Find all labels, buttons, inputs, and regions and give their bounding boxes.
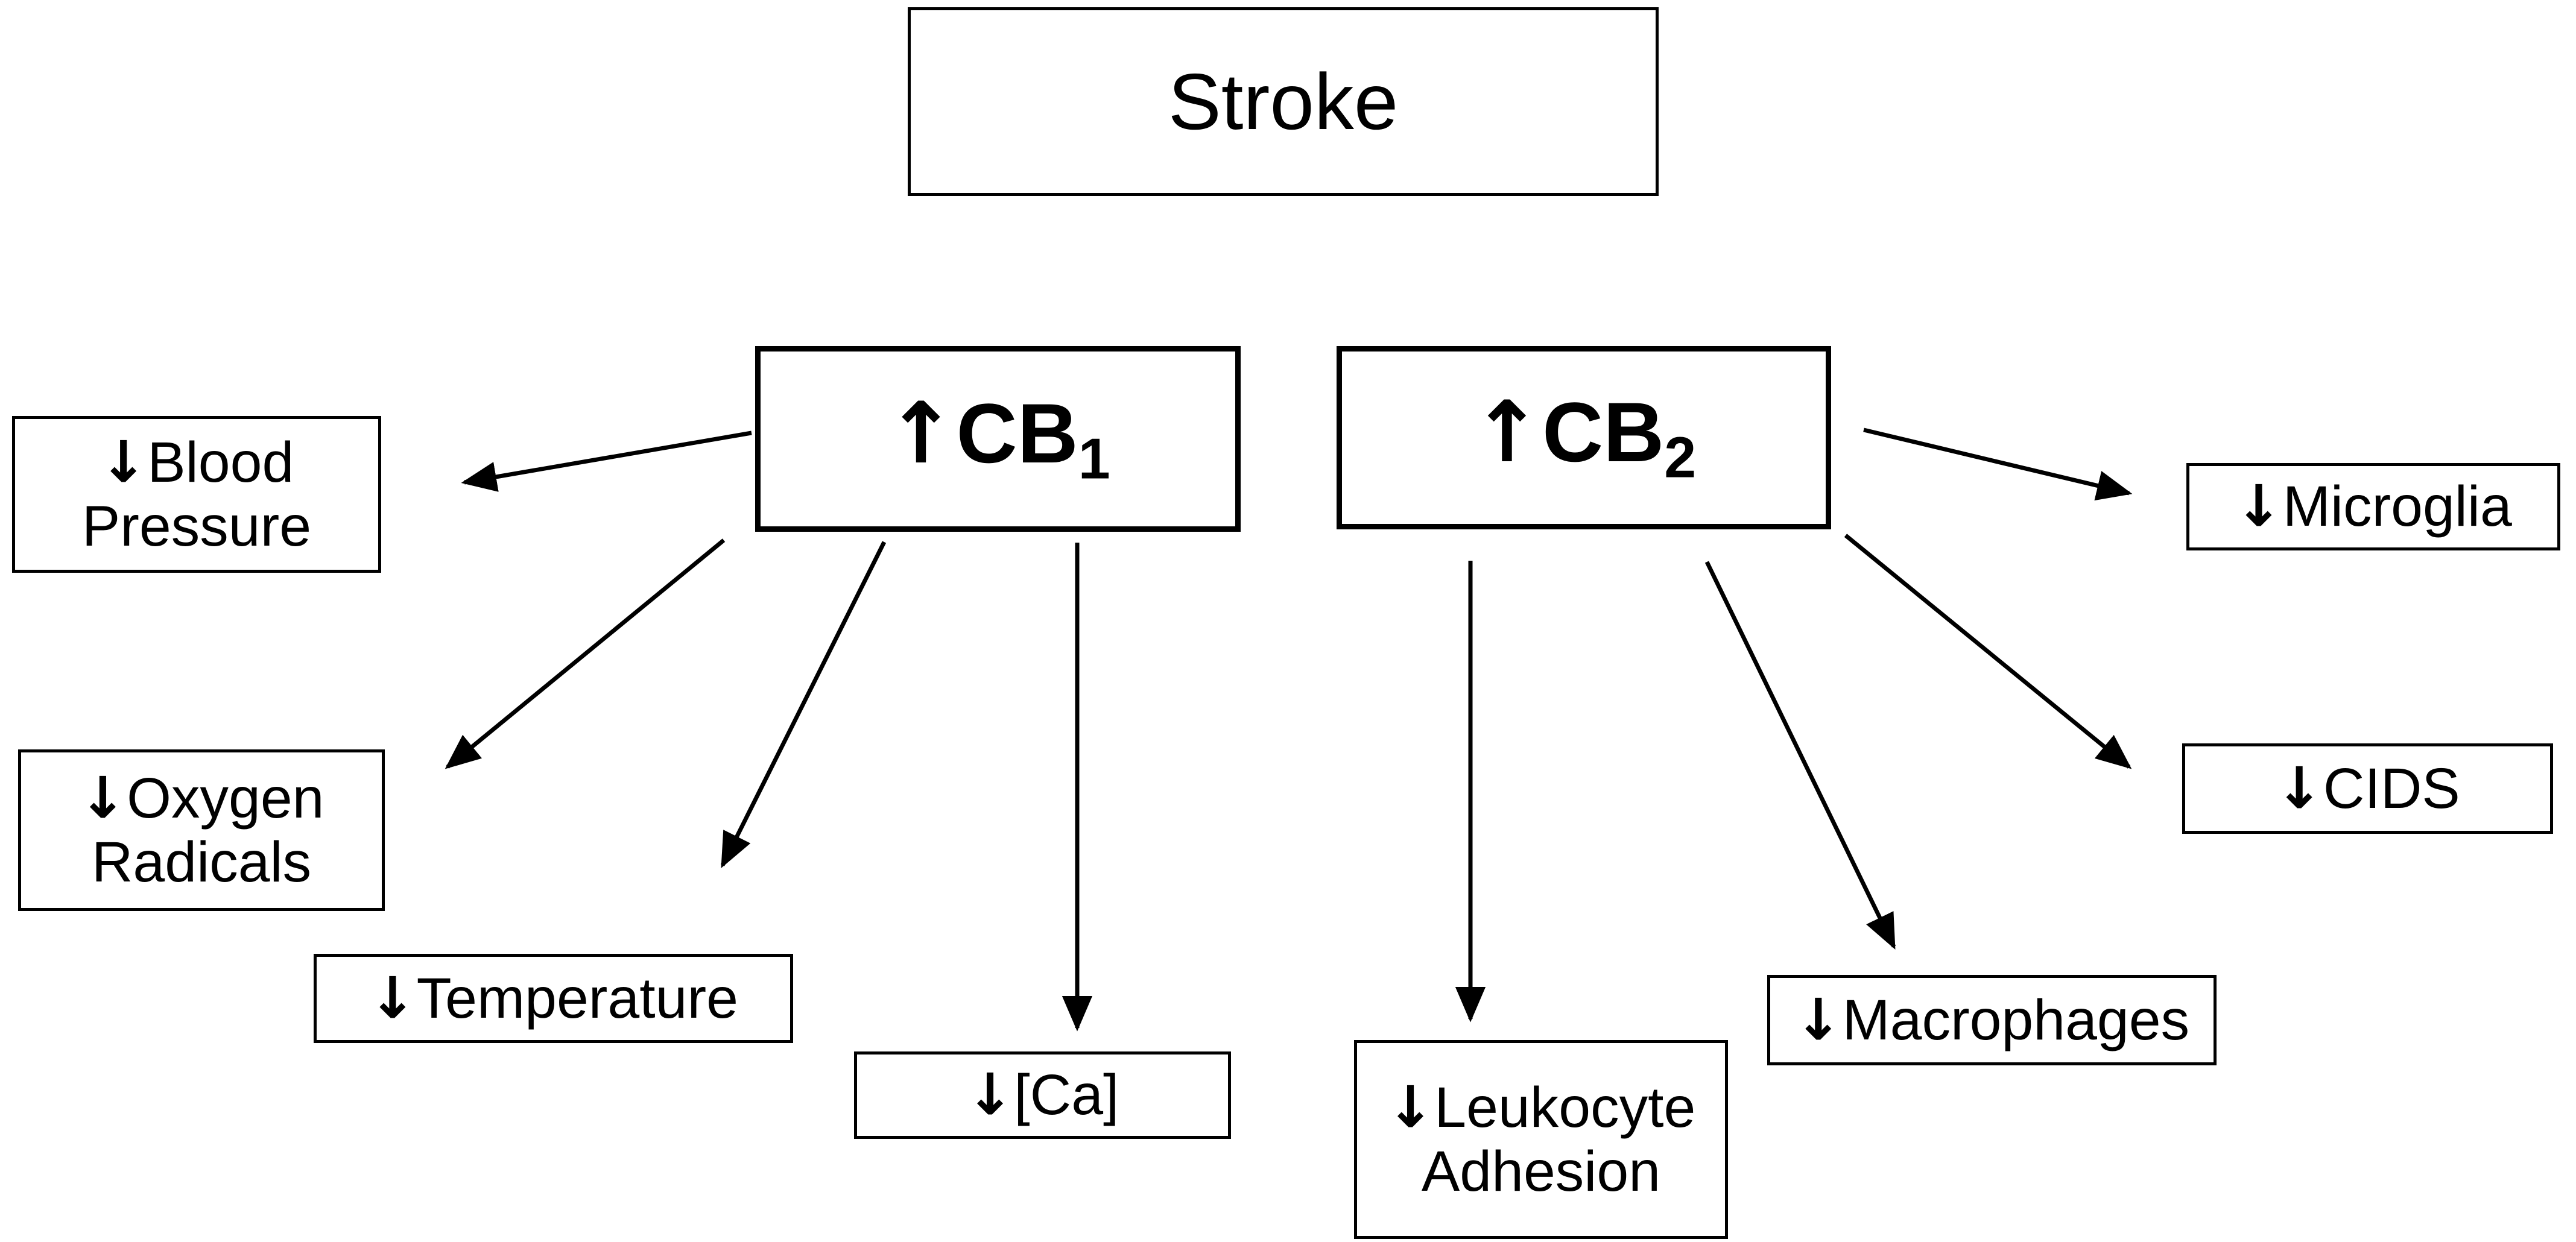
node-microglia-label: ↓Microglia bbox=[2189, 474, 2557, 538]
node-cids-text: CIDS bbox=[2323, 756, 2460, 821]
node-cb1-label: ↑CB1 bbox=[761, 386, 1235, 491]
node-oxygen-radicals[interactable]: ↓Oxygen Radicals bbox=[18, 749, 385, 911]
edge-cb1-blood bbox=[461, 430, 752, 492]
node-temperature-label: ↓Temperature bbox=[317, 966, 790, 1030]
node-calcium-label: ↓[Ca] bbox=[857, 1063, 1228, 1127]
node-cids[interactable]: ↓CIDS bbox=[2182, 743, 2553, 834]
node-temperature[interactable]: ↓Temperature bbox=[314, 954, 793, 1043]
node-cb1-subscript: 1 bbox=[1078, 427, 1110, 491]
node-microglia[interactable]: ↓Microglia bbox=[2186, 463, 2560, 550]
edge-cb2-macrophages bbox=[1704, 561, 1896, 950]
node-stroke[interactable]: Stroke bbox=[908, 7, 1659, 196]
node-cb2[interactable]: ↑CB2 bbox=[1337, 346, 1831, 529]
node-macrophages-label: ↓Macrophages bbox=[1770, 988, 2214, 1052]
node-macrophages[interactable]: ↓Macrophages bbox=[1767, 975, 2217, 1065]
up-arrow-icon: ↑ bbox=[1471, 383, 1543, 482]
edge-cb1-temperature bbox=[720, 541, 887, 869]
node-leukocyte-adhesion[interactable]: ↓Leukocyte Adhesion bbox=[1354, 1040, 1728, 1239]
down-arrow-icon: ↓ bbox=[369, 965, 417, 1032]
down-arrow-icon: ↓ bbox=[78, 764, 127, 831]
edge-cb2-cids bbox=[1844, 534, 2132, 769]
down-arrow-icon: ↓ bbox=[1386, 1074, 1435, 1141]
node-leukocyte-adhesion-label: ↓Leukocyte Adhesion bbox=[1357, 1074, 1725, 1204]
node-oxygen-radicals-text: Oxygen Radicals bbox=[91, 766, 324, 894]
node-calcium[interactable]: ↓[Ca] bbox=[854, 1051, 1231, 1139]
node-cb1-text: CB bbox=[956, 385, 1078, 481]
node-cb2-text: CB bbox=[1542, 384, 1665, 479]
down-arrow-icon: ↓ bbox=[2275, 755, 2323, 822]
down-arrow-icon: ↓ bbox=[99, 429, 148, 496]
down-arrow-icon: ↓ bbox=[1794, 986, 1843, 1053]
node-stroke-label: Stroke bbox=[1168, 57, 1399, 146]
node-cb1[interactable]: ↑CB1 bbox=[755, 346, 1241, 532]
node-macrophages-text: Macrophages bbox=[1842, 988, 2190, 1052]
edge-cb1-oxygen bbox=[445, 538, 726, 769]
node-blood-pressure-label: ↓Blood Pressure bbox=[15, 430, 378, 559]
node-calcium-text: [Ca] bbox=[1014, 1063, 1119, 1127]
node-blood-pressure-text: Blood Pressure bbox=[81, 430, 312, 558]
node-microglia-text: Microglia bbox=[2282, 474, 2512, 539]
node-cb2-label: ↑CB2 bbox=[1342, 385, 1826, 490]
node-blood-pressure[interactable]: ↓Blood Pressure bbox=[12, 416, 381, 573]
edge-cb2-microglia bbox=[1863, 427, 2133, 501]
node-leukocyte-adhesion-text: Leukocyte Adhesion bbox=[1421, 1075, 1696, 1203]
node-temperature-text: Temperature bbox=[416, 966, 738, 1030]
node-cids-label: ↓CIDS bbox=[2185, 757, 2550, 821]
node-oxygen-radicals-label: ↓Oxygen Radicals bbox=[21, 766, 382, 895]
node-cb2-subscript: 2 bbox=[1664, 426, 1697, 490]
up-arrow-icon: ↑ bbox=[885, 384, 957, 483]
down-arrow-icon: ↓ bbox=[966, 1062, 1014, 1129]
down-arrow-icon: ↓ bbox=[2235, 473, 2283, 540]
